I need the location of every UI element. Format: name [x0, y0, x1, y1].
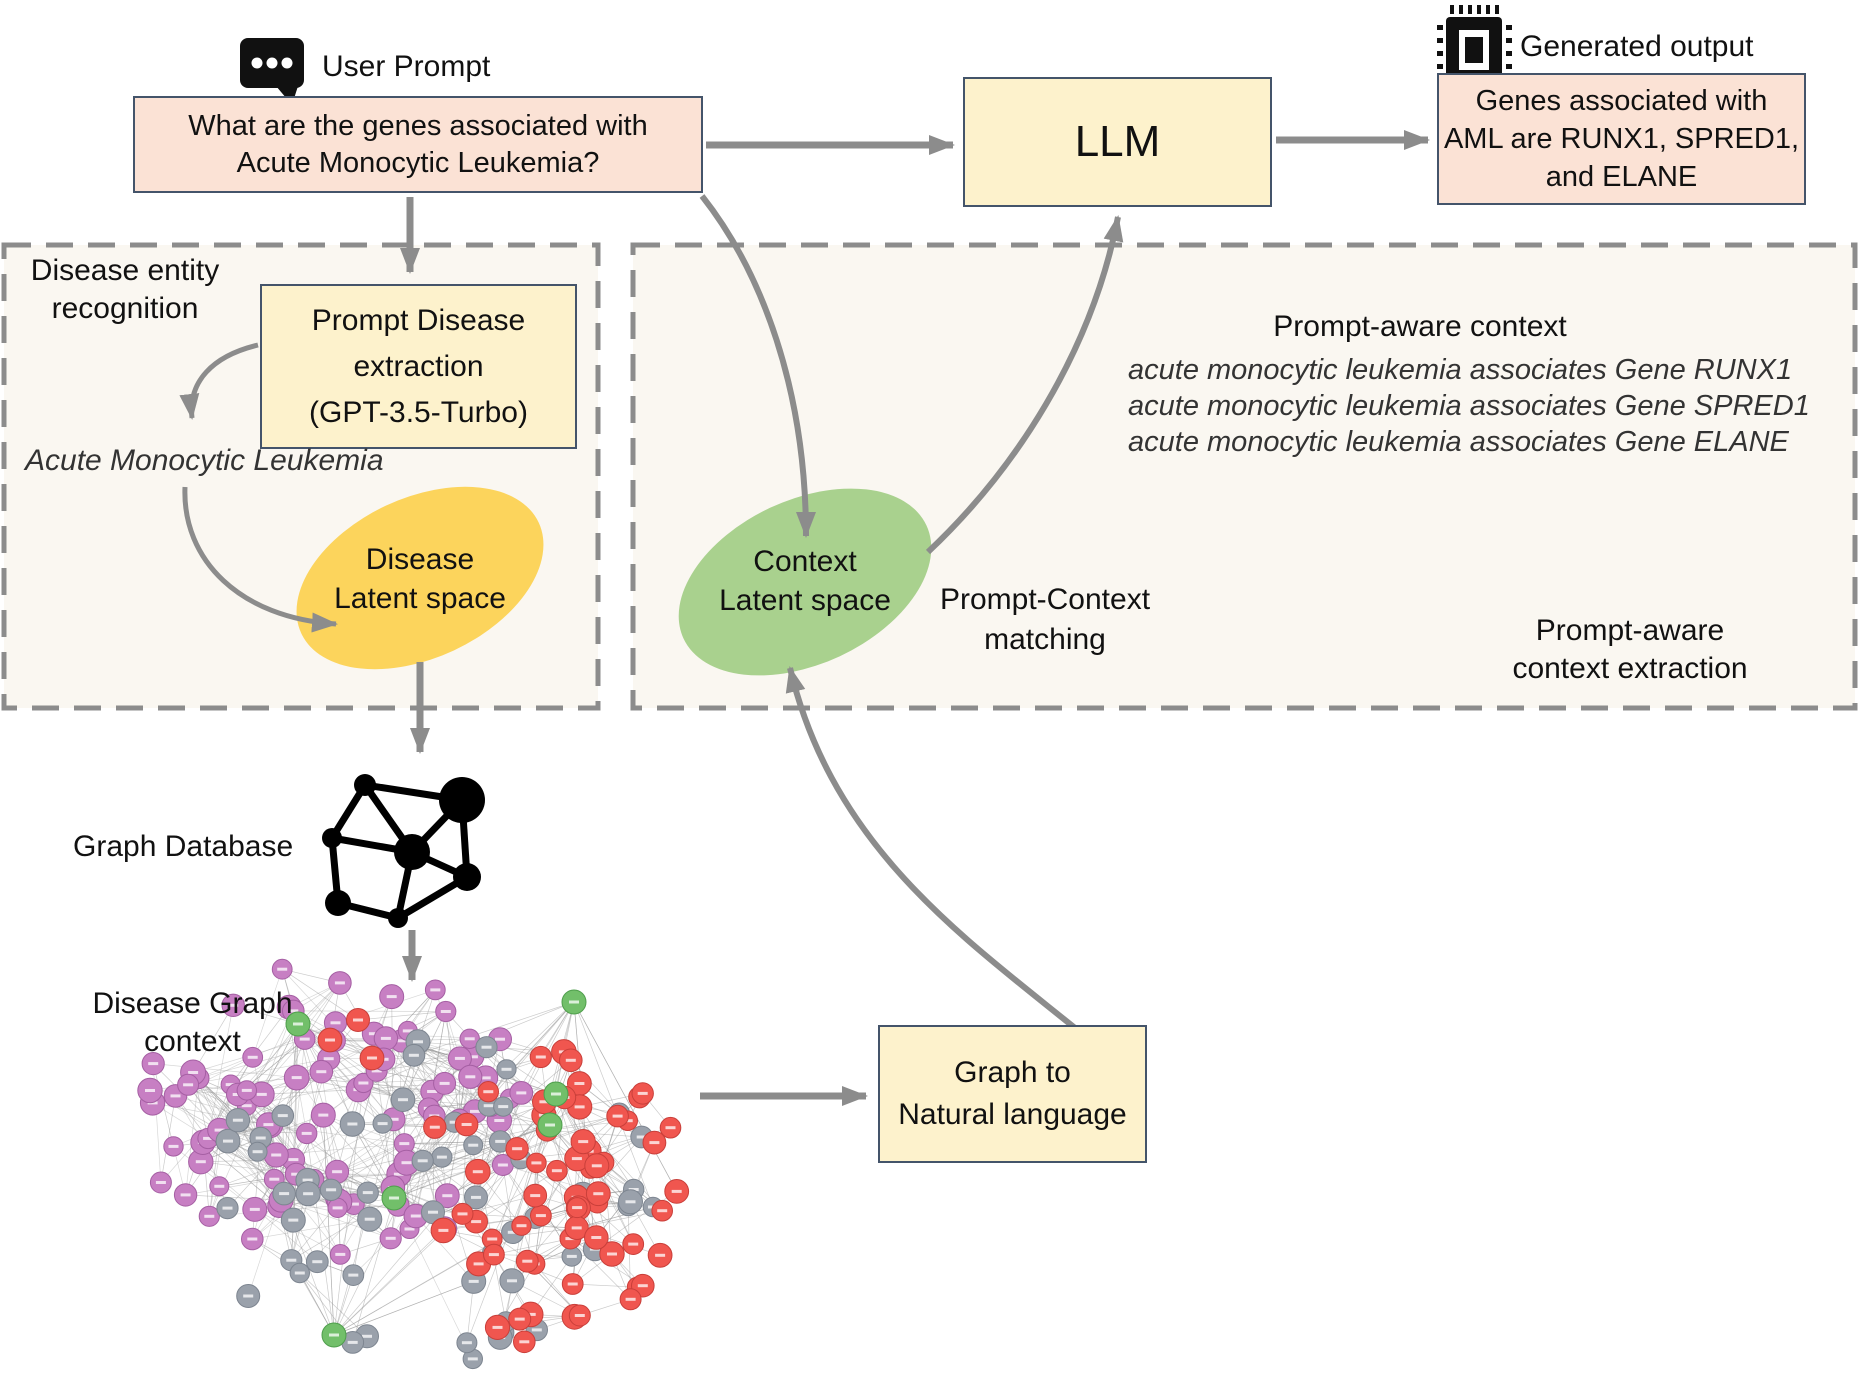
arrow-nlbox-to-context-latent	[785, 666, 1077, 1031]
graph-database-icon	[322, 774, 485, 928]
arrow-context-latent-to-llm	[925, 215, 1124, 555]
context-latent-space-ellipse	[678, 488, 932, 676]
disease-latent-space-ellipse	[296, 486, 544, 670]
disease-latent-space-label: Disease Latent space	[334, 543, 506, 615]
flow-arrows	[179, 130, 1430, 1106]
graph-database-label: Graph Database	[73, 830, 294, 863]
user-prompt-label: User Prompt	[322, 50, 491, 83]
prompt-disease-extraction-box: Prompt Disease extraction (GPT-3.5-Turbo…	[260, 284, 577, 449]
generated-output-label: Generated output	[1520, 30, 1754, 63]
prompt-aware-context-extraction-label: Prompt-aware context extraction	[1512, 614, 1748, 685]
extracted-entity-text: Acute Monocytic Leukemia	[25, 444, 384, 477]
prompt-aware-context-lines: acute monocytic leukemia associates Gene…	[1128, 354, 1810, 458]
user-prompt-box: What are the genes associated with Acute…	[133, 96, 703, 193]
prompt-aware-context-heading: Prompt-aware context	[1273, 310, 1567, 343]
disease-entity-recognition-label: Disease entity recognition	[30, 254, 220, 325]
prompt-context-matching-label: Prompt-Context matching	[939, 583, 1151, 656]
chat-bubble-icon	[240, 38, 304, 105]
context-latent-space-label: Context Latent space	[719, 545, 891, 617]
disease-graph-context-label: Disease Graph context	[92, 987, 293, 1058]
llm-box: LLM	[963, 77, 1272, 207]
disease-graph-network	[137, 958, 690, 1370]
graph-to-natural-language-box: Graph to Natural language	[878, 1025, 1147, 1163]
generated-output-box: Genes associated with AML are RUNX1, SPR…	[1437, 73, 1806, 205]
arrow-prompt-to-context-latent	[699, 194, 816, 538]
arrow-entity-to-disease-latent	[182, 486, 338, 633]
arrow-extraction-to-entity	[179, 342, 259, 420]
